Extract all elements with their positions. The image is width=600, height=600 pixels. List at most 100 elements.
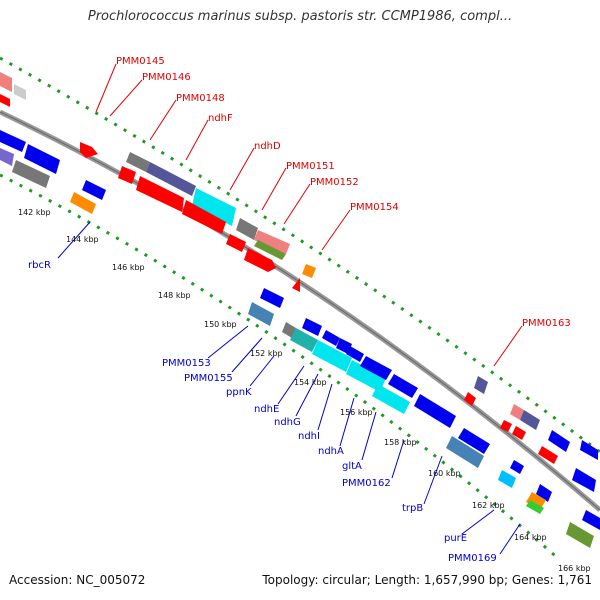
gene-label[interactable]: ndhF [208, 113, 233, 124]
gene-feature [302, 264, 316, 278]
gene-feature [322, 330, 340, 346]
scale-label: 160 kbp [428, 469, 461, 478]
gene-feature [80, 142, 98, 158]
scale-label: 154 kbp [294, 378, 327, 387]
gene-feature [226, 234, 246, 252]
gene-feature [512, 426, 526, 440]
gene-label[interactable]: PMM0162 [342, 478, 391, 489]
gene-feature [388, 374, 418, 398]
gene-label[interactable]: PMM0151 [286, 161, 335, 172]
gene-feature [520, 410, 540, 430]
gene-feature [192, 188, 236, 226]
gene-feature [136, 176, 184, 212]
gene-feature [146, 162, 196, 196]
gene-label[interactable]: ndhA [318, 446, 344, 457]
gene-feature [474, 376, 488, 394]
gene-label[interactable]: trpB [402, 503, 423, 514]
gene-feature [82, 180, 106, 200]
scale-label: 146 kbp [112, 263, 145, 272]
gene-feature [538, 446, 558, 464]
gene-label[interactable]: PMM0145 [116, 56, 165, 67]
gene-feature [464, 392, 476, 406]
gene-label[interactable]: PMM0155 [184, 373, 233, 384]
gene-feature [536, 484, 552, 502]
gene-feature [582, 510, 600, 530]
gene-label[interactable]: PMM0153 [162, 358, 211, 369]
forward-leader-lines [95, 63, 523, 367]
scale-label: 144 kbp [66, 235, 99, 244]
scale-label: 148 kbp [158, 291, 191, 300]
gene-feature [510, 404, 524, 420]
scale-label: 166 kbp [558, 564, 591, 573]
gene-feature [0, 130, 26, 152]
gene-label[interactable]: PMM0163 [522, 318, 571, 329]
gene-feature [254, 230, 290, 254]
gene-feature [580, 440, 598, 460]
gene-feature [526, 500, 544, 514]
gene-feature [248, 302, 274, 326]
gene-feature [0, 72, 12, 92]
scale-label: 142 kbp [18, 208, 51, 217]
gene-feature [302, 318, 322, 336]
gene-label[interactable]: ndhI [298, 431, 320, 442]
scale-label: 164 kbp [514, 533, 547, 542]
reverse-leader-lines [57, 221, 521, 555]
gene-label[interactable]: purE [444, 533, 467, 544]
gene-label[interactable]: rbcR [28, 260, 51, 271]
gene-feature [526, 492, 546, 510]
gene-feature [260, 288, 284, 308]
gene-label[interactable]: gltA [342, 461, 362, 472]
gene-feature [414, 394, 456, 428]
accession-text: Accession: NC_005072 [9, 573, 146, 587]
gene-feature [500, 420, 512, 432]
gene-feature [360, 356, 392, 380]
gene-feature [118, 166, 136, 184]
forward-strand-genes [0, 72, 598, 464]
gene-feature [254, 240, 286, 260]
gene-feature [346, 346, 364, 362]
gene-feature [372, 384, 410, 414]
inner-tick-ring [0, 173, 561, 562]
scale-label: 150 kbp [204, 320, 237, 329]
gene-label[interactable]: ndhE [254, 404, 279, 415]
topology-summary: Topology: circular; Length: 1,657,990 bp… [262, 573, 592, 587]
scale-label: 162 kbp [472, 501, 505, 510]
outer-tick-ring [0, 56, 600, 454]
gene-feature [312, 340, 352, 372]
scale-label: 152 kbp [250, 349, 283, 358]
gene-feature [290, 328, 318, 352]
gene-feature [510, 460, 524, 474]
reverse-strand-genes [0, 130, 600, 548]
gene-feature [0, 148, 14, 166]
scale-label: 158 kbp [384, 438, 417, 447]
gene-feature [0, 94, 10, 107]
gene-feature [236, 218, 258, 240]
gene-feature [572, 468, 596, 492]
gene-feature [282, 322, 296, 338]
gene-feature [458, 428, 490, 454]
gene-feature [498, 470, 516, 488]
map-title: Prochlorococcus marinus subsp. pastoris … [87, 9, 513, 24]
gene-feature [70, 192, 96, 214]
gene-feature [182, 200, 226, 234]
gene-label[interactable]: PMM0146 [142, 72, 191, 83]
gene-feature [292, 278, 300, 292]
gene-feature [346, 360, 386, 392]
gene-label[interactable]: PMM0148 [176, 93, 225, 104]
gene-label[interactable]: PMM0154 [350, 202, 399, 213]
scale-label: 156 kbp [340, 408, 373, 417]
gene-feature [126, 152, 150, 172]
gene-feature [548, 430, 570, 452]
gene-label[interactable]: ppnK [226, 387, 252, 398]
gene-label[interactable]: ndhD [254, 141, 281, 152]
gene-label[interactable]: PMM0152 [310, 177, 359, 188]
gene-feature [24, 144, 60, 174]
gene-feature [14, 84, 26, 100]
gene-label[interactable]: PMM0169 [448, 553, 497, 564]
gene-feature [566, 522, 594, 548]
gene-feature [244, 248, 276, 272]
gene-feature [12, 160, 50, 188]
gene-feature [446, 436, 484, 468]
gene-label[interactable]: ndhG [274, 417, 301, 428]
